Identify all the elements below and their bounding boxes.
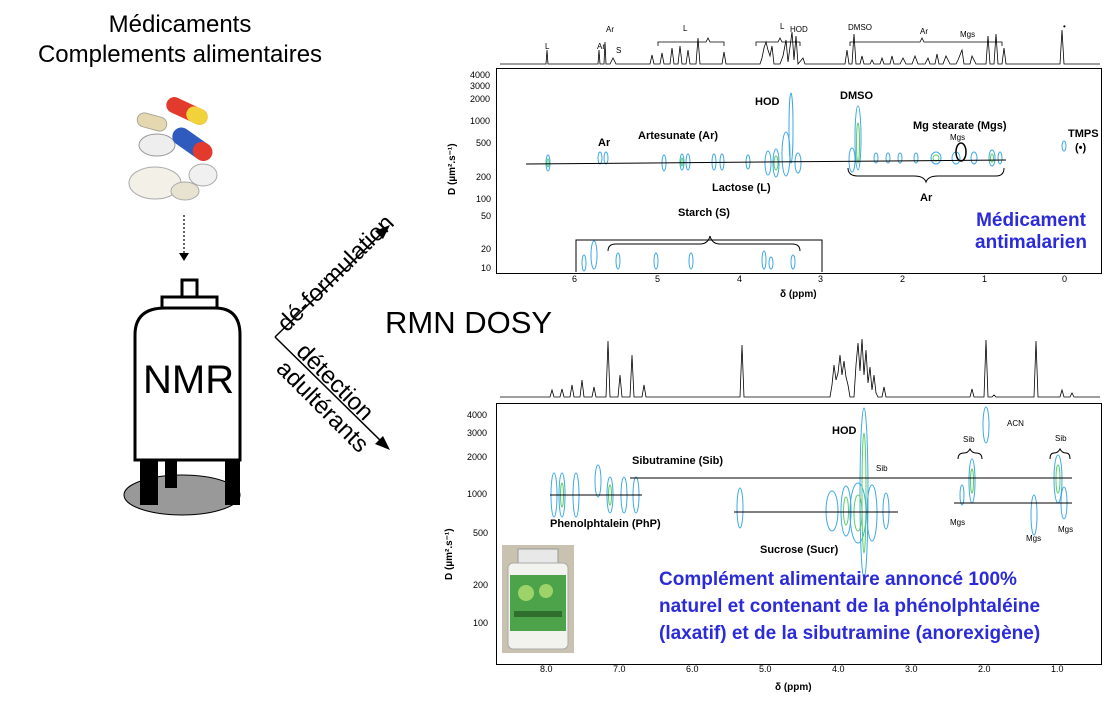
- annot-phenolphtalein: Phenolphtalein (PhP): [550, 518, 661, 530]
- branch-arrows: [274, 225, 390, 450]
- bottom-xtick-0: 8.0: [540, 664, 553, 674]
- annot-hod-top: HOD: [755, 96, 780, 108]
- title-line-2: Complements alimentaires: [37, 41, 323, 68]
- annot-tmps-symbol: (•): [1075, 142, 1087, 154]
- bottom-ytick-1: 3000: [467, 428, 488, 438]
- annot-mgs-1: Mgs: [950, 518, 966, 527]
- annot-lactose: Lactose (L): [712, 182, 771, 194]
- top-xtick-0: 6: [572, 274, 578, 284]
- top-xtick-2: 4: [737, 274, 743, 284]
- dotted-arrow: [179, 215, 189, 261]
- top-1d-spectrum: [500, 29, 1100, 66]
- top-caption-line-1: Médicament: [976, 210, 1086, 231]
- annot-artesunate: Artesunate (Ar): [638, 130, 719, 142]
- nmr-magnet-icon: [123, 278, 242, 516]
- top-xtick-1: 5: [655, 274, 661, 284]
- bottom-1d-spectrum: [500, 338, 1100, 398]
- annot-ar-bottom: Ar: [920, 192, 933, 204]
- page-title: Médicaments Complements alimentaires: [0, 10, 360, 70]
- top-xtick-5: 1: [982, 274, 988, 284]
- top-ytick-8: 20: [481, 244, 492, 254]
- annot-mgs-top: Mgs: [950, 133, 966, 142]
- annot-dmso: DMSO: [840, 90, 873, 102]
- bottom-caption-line-3: (laxatif) et de la sibutramine (anorexig…: [659, 623, 1041, 644]
- product-bottle-image: [502, 545, 574, 653]
- bottom-xtick-2: 6.0: [686, 664, 699, 674]
- annot-sib-1: Sib: [963, 435, 975, 444]
- top-xtick-3: 3: [818, 274, 824, 284]
- pills-icon: [128, 97, 218, 201]
- title-line-1: Médicaments: [108, 11, 252, 38]
- bottom-ytick-3: 1000: [467, 489, 488, 499]
- top-xtick-4: 2: [900, 274, 906, 284]
- top-ytick-2: 2000: [470, 94, 491, 104]
- annot-starch: Starch (S): [678, 207, 730, 219]
- annot-sib-2: Sib: [1055, 434, 1067, 443]
- annot-ar: Ar: [598, 137, 611, 149]
- bottom-y-axis-label: D (µm².s⁻¹): [444, 528, 455, 580]
- bottom-x-axis-label: δ (ppm): [775, 682, 812, 693]
- annot-hod-bottom: HOD: [832, 425, 857, 437]
- peak-label-7: HOD: [790, 25, 808, 34]
- top-xtick-6: 0: [1062, 274, 1068, 284]
- bottom-xtick-3: 5.0: [759, 664, 772, 674]
- bottom-ytick-5: 200: [473, 580, 489, 590]
- annot-mgstearate: Mg stearate (Mgs): [913, 120, 1007, 132]
- bottom-dosy-plot: [496, 403, 1102, 665]
- peak-label-6: L: [780, 22, 785, 31]
- top-ytick-6: 100: [476, 194, 492, 204]
- bottom-xtick-4: 4.0: [832, 664, 845, 674]
- annot-sib-3: Sib: [876, 464, 888, 473]
- annot-mgs-3: Mgs: [1058, 525, 1074, 534]
- peak-label-8: DMSO: [848, 23, 872, 32]
- top-dosy-contours: [525, 92, 1067, 272]
- annot-tmps: TMPS: [1068, 128, 1099, 140]
- top-ytick-9: 10: [481, 263, 492, 273]
- bottom-ytick-2: 2000: [467, 452, 488, 462]
- top-ytick-1: 3000: [470, 81, 491, 91]
- bottom-xtick-5: 3.0: [905, 664, 918, 674]
- bottom-caption-line-2: naturel et contenant de la phénolphtaléi…: [659, 596, 1041, 617]
- top-ytick-5: 200: [476, 172, 492, 182]
- top-x-axis-label: δ (ppm): [780, 289, 817, 300]
- top-ytick-0: 4000: [470, 70, 491, 80]
- nmr-label: NMR: [143, 358, 235, 402]
- peak-label-1: L: [545, 42, 550, 51]
- top-ytick-4: 500: [476, 138, 492, 148]
- bottom-caption-line-1: Complément alimentaire annoncé 100%: [659, 569, 1017, 590]
- annot-sucrose: Sucrose (Sucr): [760, 544, 839, 556]
- bottom-ytick-4: 500: [473, 528, 489, 538]
- peak-label-2: Ar: [597, 42, 605, 51]
- annot-mgs-2: Mgs: [1026, 534, 1042, 543]
- top-caption-line-2: antimalarien: [975, 232, 1087, 253]
- top-caption: Médicament antimalarien: [966, 210, 1096, 254]
- bottom-xtick-6: 2.0: [978, 664, 991, 674]
- peak-label-11: •: [1063, 22, 1066, 31]
- bottom-dosy-contours: [550, 406, 1072, 579]
- center-label: RMN DOSY: [385, 305, 553, 340]
- bottom-caption: Complément alimentaire annoncé 100% natu…: [659, 566, 1040, 647]
- bottom-xtick-7: 1.0: [1051, 664, 1064, 674]
- peak-label-9: Ar: [920, 27, 928, 36]
- top-ytick-3: 1000: [470, 116, 491, 126]
- peak-label-4: S: [616, 46, 622, 55]
- top-brackets: [657, 37, 1003, 46]
- bottom-ytick-6: 100: [473, 618, 489, 628]
- bottom-xtick-1: 7.0: [613, 664, 626, 674]
- peak-label-10: Mgs: [960, 30, 976, 39]
- bottom-ytick-0: 4000: [467, 410, 488, 420]
- annot-sibutramine: Sibutramine (Sib): [632, 455, 724, 467]
- peak-label-5: L: [683, 24, 688, 33]
- peak-label-3: Ar: [606, 25, 614, 34]
- top-y-axis-label: D (µm².s⁻¹): [447, 143, 458, 195]
- top-ytick-7: 50: [481, 211, 492, 221]
- annot-acn: ACN: [1007, 419, 1024, 428]
